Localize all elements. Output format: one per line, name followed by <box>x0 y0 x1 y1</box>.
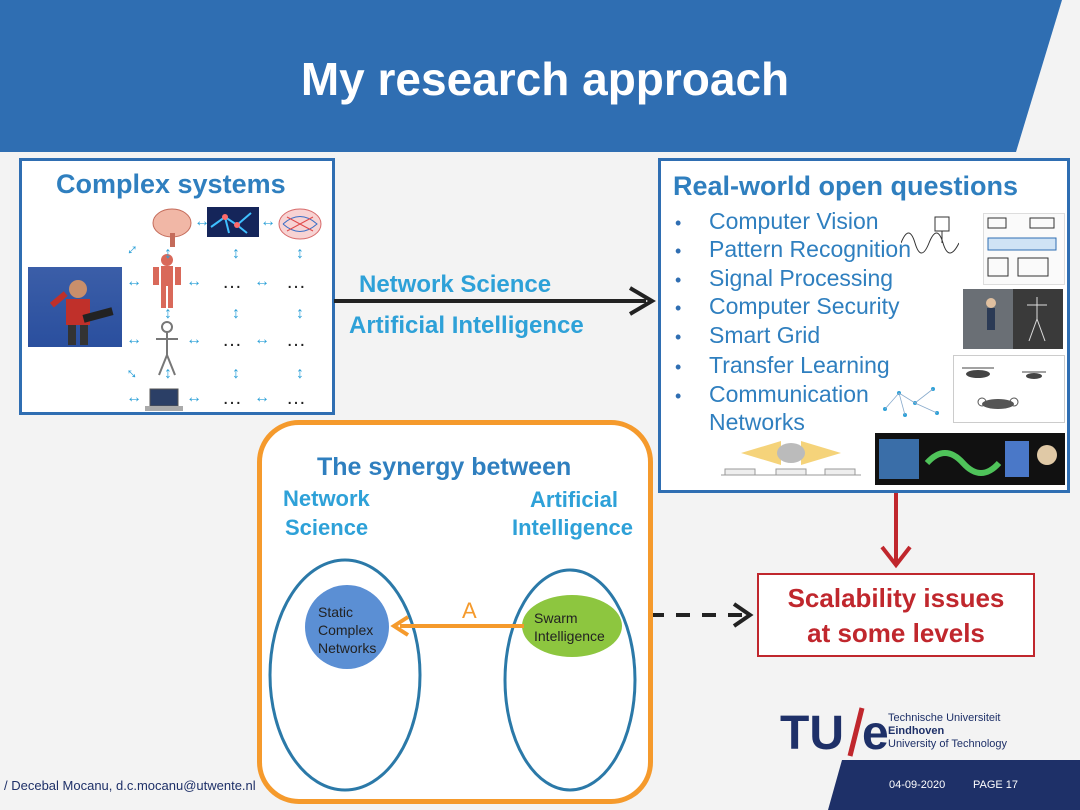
static-label-1: Static <box>318 604 354 620</box>
bidirectional-arrow-icon: ↔ <box>254 331 270 348</box>
static-label-3: Networks <box>318 640 377 656</box>
brain-anatomy-image <box>150 207 194 247</box>
signal-plot-thumbnail <box>900 213 960 265</box>
vertical-arrow-icon: ↕ <box>164 245 172 262</box>
network-architecture-thumbnail <box>721 431 861 487</box>
open-questions-box: Real-world open questions •Computer Visi… <box>658 158 1070 493</box>
bidirectional-arrow-icon: ↔ <box>126 273 142 290</box>
system-diagram-thumbnail <box>983 213 1065 285</box>
down-arrow-icon <box>880 493 912 569</box>
bidirectional-arrow-icon: ↔ <box>260 213 276 230</box>
list-item: •Computer Security <box>675 293 900 319</box>
network-graph-thumbnail <box>875 379 949 423</box>
scalability-box: Scalability issues at some levels <box>757 573 1035 657</box>
vision-strip-thumbnail <box>875 433 1065 485</box>
vertical-arrow-icon: ↕ <box>296 365 304 382</box>
muscle-body-image <box>150 253 184 309</box>
footer-author: / Decebal Mocanu, d.c.mocanu@utwente.nl <box>4 778 256 793</box>
slide-title: My research approach <box>300 53 790 105</box>
ellipsis: … <box>222 387 244 409</box>
ellipsis: … <box>222 271 244 293</box>
logo-mark-tu: TU <box>780 707 844 760</box>
vertical-arrow-icon: ↕ <box>232 365 240 382</box>
laptop-image <box>144 387 184 413</box>
main-arrow-icon <box>334 286 656 316</box>
arrow-label-artificial-intelligence: Artificial Intelligence <box>349 312 584 339</box>
footer-band <box>828 760 1080 810</box>
synergy-title: The synergy between <box>317 453 572 481</box>
vertical-arrow-icon: ↕ <box>232 245 240 262</box>
complex-systems-box: Complex systems ↔ ↔ ↔ ↔ ↔ ↔ ↔ ↔ <box>19 158 335 415</box>
header-band <box>0 0 1062 152</box>
vertical-arrow-icon: ↕ <box>164 305 172 322</box>
bidirectional-arrow-icon: ↔ <box>126 389 142 406</box>
list-item: •Signal Processing <box>675 265 894 291</box>
swarm-label-2: Intelligence <box>534 628 605 644</box>
skeleton-image <box>152 321 182 377</box>
list-item: •Pattern Recognition <box>675 236 912 262</box>
vertical-arrow-icon: ↕ <box>232 305 240 322</box>
synergy-label-network: Network <box>283 486 370 511</box>
synergy-label-intelligence: Intelligence <box>512 515 634 540</box>
bidirectional-arrow-icon: ↔ <box>186 331 202 348</box>
logo-line-2: Eindhoven <box>888 725 945 737</box>
logo-line-1: Technische Universiteit <box>888 712 1001 724</box>
scalability-line-2: at some levels <box>807 618 985 648</box>
ellipsis: … <box>286 387 308 409</box>
arrow-label-network-science: Network Science <box>359 271 552 298</box>
open-questions-list: •Computer Vision •Pattern Recognition •S… <box>675 161 955 461</box>
synergy-diagram <box>268 558 637 792</box>
synergy-label-artificial: Artificial <box>530 487 619 512</box>
static-label-2: Complex <box>318 622 374 638</box>
bidirectional-arrow-icon: ↔ <box>126 331 142 348</box>
scalability-line-1: Scalability issues <box>787 583 1005 613</box>
open-questions-title: Real-world open questions <box>673 171 1019 201</box>
logo-mark-e: e <box>862 707 889 760</box>
tue-logo: TU e Technische Universiteit Eindhoven U… <box>780 706 1030 760</box>
complex-systems-title: Complex systems <box>56 169 286 199</box>
diagonal-arrow-icon: ↕ <box>122 364 141 383</box>
logo-slash-icon <box>847 707 865 757</box>
bidirectional-arrow-icon: ↔ <box>254 389 270 406</box>
list-item: •Smart Grid <box>675 322 821 348</box>
bidirectional-arrow-icon: ↔ <box>186 273 202 290</box>
list-item: Networks <box>709 409 805 435</box>
motion-capture-thumbnail <box>963 289 1063 349</box>
neuron-network-image <box>207 207 259 237</box>
ellipsis: … <box>286 271 308 293</box>
arrow-letter: A <box>462 598 477 623</box>
vertical-arrow-icon: ↕ <box>164 365 172 382</box>
list-item: •Transfer Learning <box>675 352 890 378</box>
logo-line-3: University of Technology <box>888 738 1008 750</box>
footer-date: 04-09-2020 <box>889 779 946 791</box>
bidirectional-arrow-icon: ↔ <box>254 273 270 290</box>
ellipsis: … <box>286 329 308 351</box>
diagonal-arrow-icon: ↕ <box>123 240 142 259</box>
list-item: •Communication <box>675 381 869 407</box>
bidirectional-arrow-icon: ↔ <box>194 213 210 230</box>
connectome-image <box>277 207 323 241</box>
vertical-arrow-icon: ↕ <box>296 305 304 322</box>
drones-thumbnail <box>953 355 1065 423</box>
list-item: •Computer Vision <box>675 208 879 234</box>
bidirectional-arrow-icon: ↔ <box>186 389 202 406</box>
footer-page: PAGE 17 <box>973 779 1019 791</box>
synergy-label-science: Science <box>285 515 369 540</box>
vertical-arrow-icon: ↕ <box>296 245 304 262</box>
swarm-label-1: Swarm <box>534 610 578 626</box>
dashed-arrow-icon <box>650 602 754 628</box>
person-with-laptop-photo <box>28 267 122 347</box>
ellipsis: … <box>222 329 244 351</box>
